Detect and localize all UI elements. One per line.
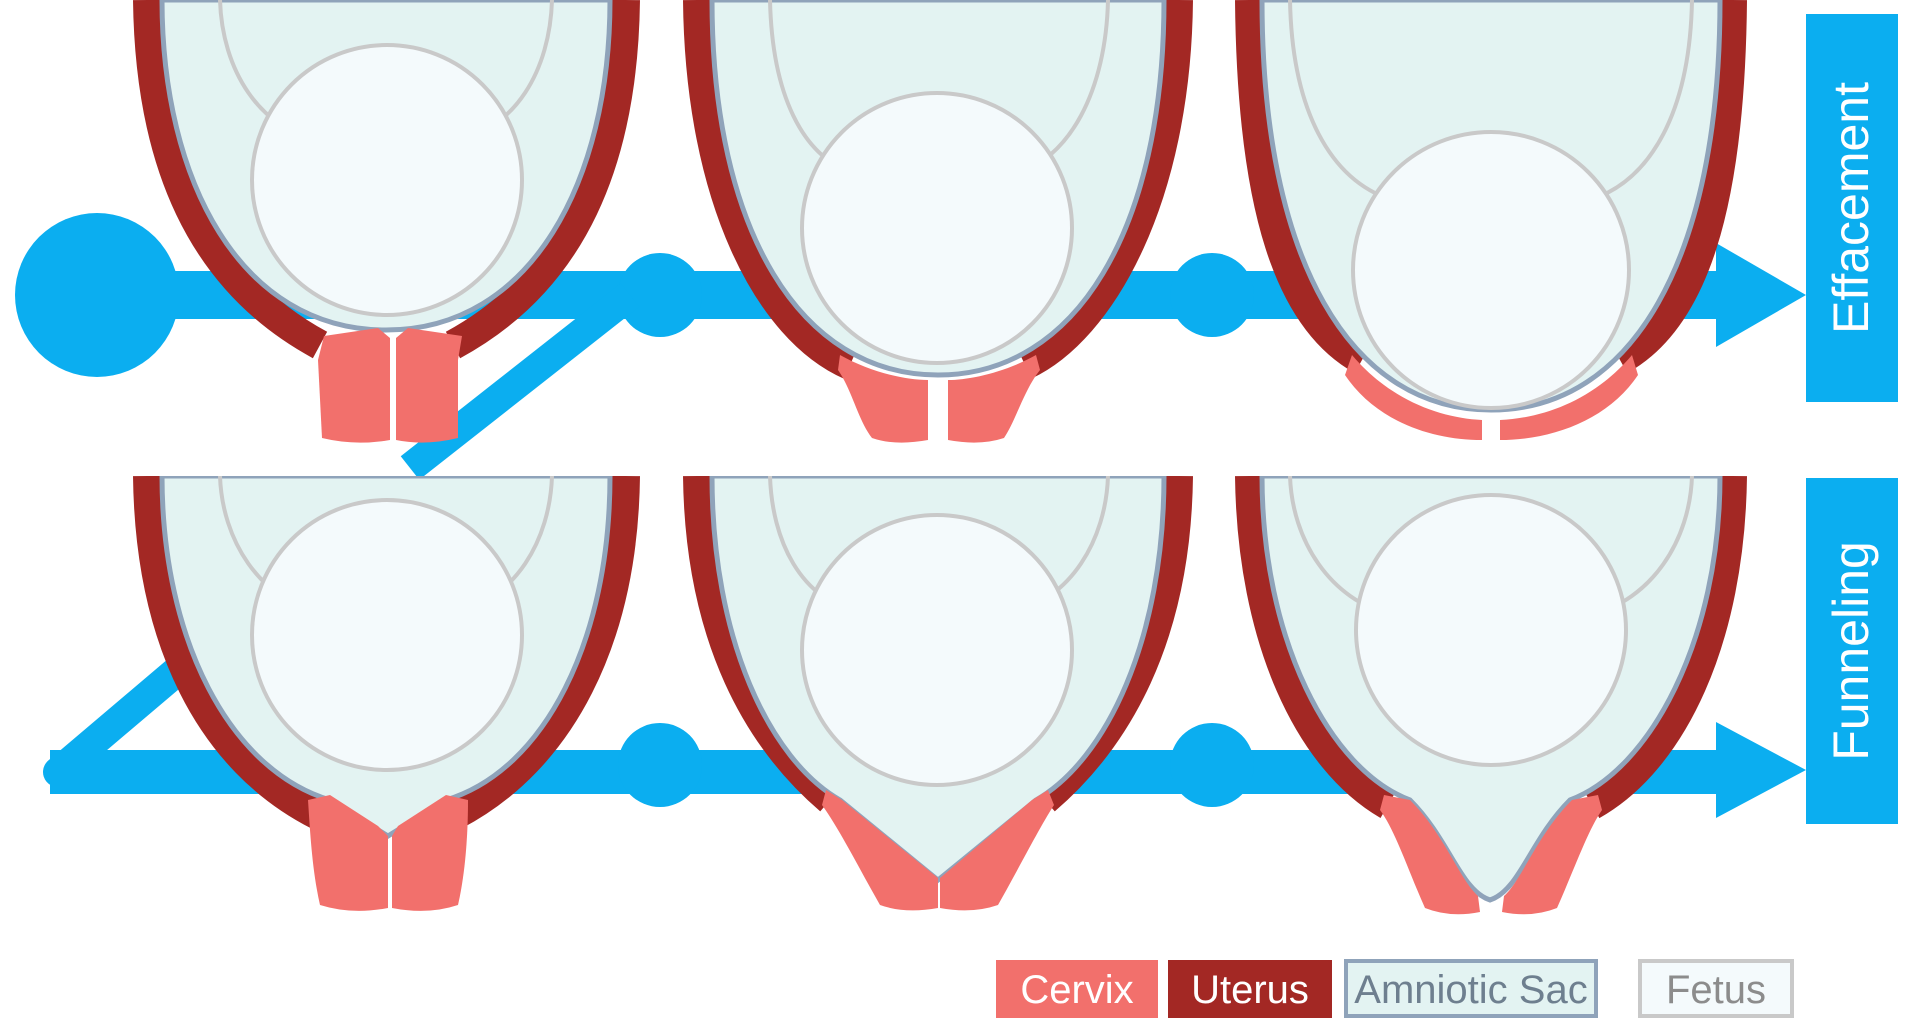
track-bottom-node-1 bbox=[618, 723, 702, 807]
track-top-node-1 bbox=[618, 253, 702, 337]
fetal-head bbox=[1353, 132, 1629, 408]
legend-label-uterus: Uterus bbox=[1191, 968, 1309, 1012]
label-effacement: Effacement bbox=[1806, 14, 1898, 402]
legend-item-uterus: Uterus bbox=[1168, 960, 1332, 1018]
legend: Cervix Uterus Amniotic Sac Fetus bbox=[996, 960, 1792, 1018]
uterus-effacement-stage-1 bbox=[148, 0, 625, 443]
legend-item-fetus: Fetus bbox=[1640, 961, 1792, 1016]
legend-label-amniotic-sac: Amniotic Sac bbox=[1354, 968, 1587, 1012]
cervix-right bbox=[396, 328, 462, 443]
fetal-head bbox=[252, 500, 522, 770]
fetal-head bbox=[802, 515, 1072, 785]
legend-item-cervix: Cervix bbox=[996, 960, 1158, 1018]
uterus-funneling-stage-1 bbox=[148, 476, 625, 911]
uterus-effacement-stage-2 bbox=[698, 0, 1178, 443]
fetal-head bbox=[1356, 495, 1626, 765]
legend-label-cervix: Cervix bbox=[1020, 968, 1133, 1012]
track-bottom-arrowhead bbox=[1716, 722, 1806, 818]
legend-item-amniotic-sac: Amniotic Sac bbox=[1346, 961, 1596, 1016]
track-top-node-2 bbox=[1170, 253, 1254, 337]
track-bottom-node-2 bbox=[1170, 723, 1254, 807]
label-funneling-text: Funneling bbox=[1823, 541, 1879, 761]
label-funneling: Funneling bbox=[1806, 478, 1898, 824]
track-top-arrowhead bbox=[1716, 243, 1806, 347]
label-effacement-text: Effacement bbox=[1823, 82, 1879, 334]
legend-label-fetus: Fetus bbox=[1666, 968, 1766, 1012]
uterus-effacement-stage-3 bbox=[1250, 0, 1732, 440]
cervix-left bbox=[318, 328, 390, 443]
uterus-funneling-stage-3 bbox=[1250, 476, 1732, 914]
uterus-funneling-stage-2 bbox=[698, 476, 1178, 910]
fetal-head bbox=[252, 45, 522, 315]
fetal-head bbox=[802, 93, 1072, 363]
